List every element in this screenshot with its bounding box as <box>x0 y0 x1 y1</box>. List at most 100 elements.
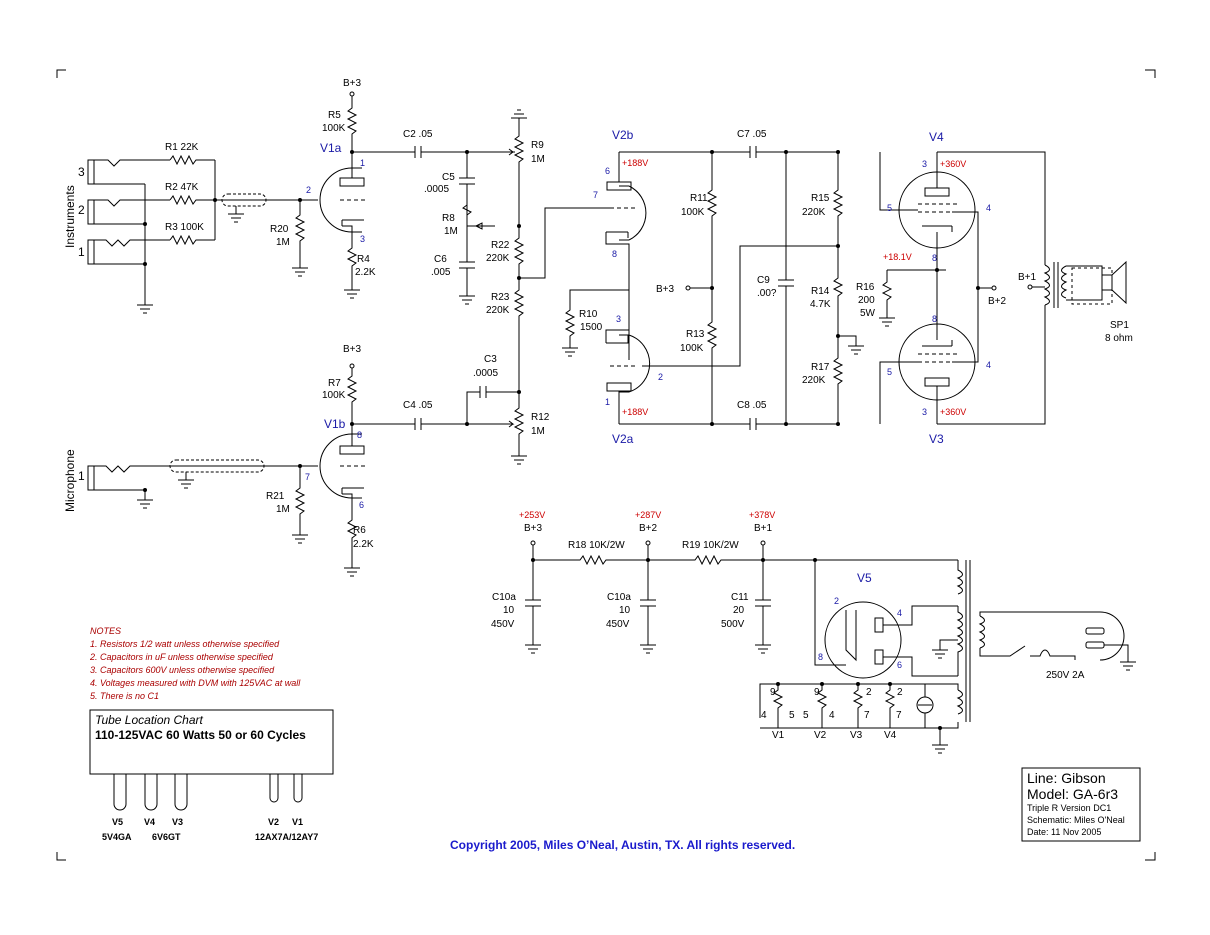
r8-value: 1M <box>444 226 458 237</box>
r23-label: R23 <box>491 292 510 303</box>
c6-value: .005 <box>431 267 451 278</box>
c2-label: C2 .05 <box>403 129 433 140</box>
note-1: 1. Resistors 1/2 watt unless otherwise s… <box>90 639 280 649</box>
r1-label: R1 22K <box>165 142 199 153</box>
v1a-pin-grid: 2 <box>306 185 311 195</box>
title-block: Line: Gibson Model: GA-6r3 Triple R Vers… <box>1021 767 1141 842</box>
r22-value: 220K <box>486 253 510 264</box>
heater-label-v4: V4 <box>884 730 897 741</box>
v1b-pin-plate: 8 <box>357 430 362 440</box>
heater-label-v2: V2 <box>814 730 827 741</box>
microphone-label: Microphone <box>63 449 77 512</box>
speaker-name: SP1 <box>1110 320 1129 331</box>
v5-pin-8: 8 <box>818 652 823 662</box>
title-schematic: Schematic: Miles O'Neal <box>1027 815 1125 825</box>
v5-pin-2: 2 <box>834 596 839 606</box>
instruments-label: Instruments <box>63 185 77 248</box>
v3-pin-screen: 4 <box>986 360 991 370</box>
v1b-stage: B+3 R7 100K R21 1M R6 2.2K V1b 8 7 6 C4 … <box>266 344 505 577</box>
v3-pin-grid: 5 <box>887 367 892 377</box>
c5-value: .0005 <box>424 184 449 195</box>
r16-label: R16 <box>856 282 875 293</box>
v2b-plate-voltage: +188V <box>622 158 648 168</box>
v2a-pin-grid: 2 <box>658 372 663 382</box>
c10a-1-value: 10 <box>503 605 515 616</box>
corner-marks <box>56 69 1156 861</box>
output-stage: V4 V3 3 5 4 8 8 5 4 3 +360V +360V +18.1V… <box>802 130 1133 446</box>
r6-value: 2.2K <box>353 539 374 550</box>
r10-label: R10 <box>579 309 598 320</box>
tube-type-12ax7a: 12AX7A/12AY7 <box>255 832 318 842</box>
r16-watt: 5W <box>860 308 876 319</box>
jack-number-2: 2 <box>78 203 85 217</box>
v3-label: V3 <box>929 432 944 446</box>
c9-label: C9 <box>757 275 770 286</box>
r8-label: R8 <box>442 213 455 224</box>
r4-label: R4 <box>357 254 370 265</box>
r16-value: 200 <box>858 295 875 306</box>
v1a-label: V1a <box>320 141 342 155</box>
note-3: 3. Capacitors 600V unless otherwise spec… <box>90 665 275 675</box>
title-date: Date: 11 Nov 2005 <box>1027 827 1101 837</box>
c10a-2-label: C10a <box>607 592 631 603</box>
fuse-label: 250V 2A <box>1046 670 1085 681</box>
r11-value: 100K <box>681 207 705 218</box>
v2b-label: V2b <box>612 128 634 142</box>
title-version: Triple R Version DC1 <box>1027 803 1111 813</box>
bp2-screen-label: B+2 <box>988 296 1007 307</box>
bp2-voltage: +287V <box>635 510 661 520</box>
v4-label: V4 <box>929 130 944 144</box>
v4-pin-grid: 5 <box>887 203 892 213</box>
instrument-inputs: Instruments 3 2 1 <box>63 142 302 314</box>
bp1-transformer-label: B+1 <box>1018 272 1037 283</box>
title-model: Model: GA-6r3 <box>1027 786 1118 802</box>
microphone-input: Microphone 1 <box>63 449 302 512</box>
r9-value: 1M <box>531 154 545 165</box>
v1b-pin-cathode: 6 <box>359 500 364 510</box>
r15-label: R15 <box>811 193 830 204</box>
notes: NOTES 1. Resistors 1/2 watt unless other… <box>89 626 301 701</box>
r9-label: R9 <box>531 140 544 151</box>
r13-value: 100K <box>680 343 704 354</box>
r19-label: R19 10K/2W <box>682 540 739 551</box>
v2a-plate-voltage: +188V <box>622 407 648 417</box>
r6-label: R6 <box>353 525 366 536</box>
r5-value: 100K <box>322 123 346 134</box>
note-5: 5. There is no C1 <box>90 691 159 701</box>
v2b-pin-grid: 7 <box>593 190 598 200</box>
bp3-voltage: +253V <box>519 510 545 520</box>
v4-pin-cathode: 8 <box>932 253 937 263</box>
r22-label: R22 <box>491 240 510 251</box>
tube-pos-v4: V4 <box>144 817 155 827</box>
tube-pos-v1: V1 <box>292 817 303 827</box>
jack-number-1: 1 <box>78 245 85 259</box>
r12-value: 1M <box>531 426 545 437</box>
r21-label: R21 <box>266 491 285 502</box>
power-supply: +253V +287V +378V B+3 B+2 B+1 R18 10K/2W… <box>491 510 1136 754</box>
heater-pin-e: 5 <box>803 710 809 721</box>
v2b-pin-plate: 6 <box>605 166 610 176</box>
title-line: Line: Gibson <box>1027 770 1106 786</box>
v3-plate-voltage: +360V <box>940 407 966 417</box>
r17-label: R17 <box>811 362 830 373</box>
note-4: 4. Voltages measured with DVM with 125VA… <box>90 678 301 688</box>
speaker-impedance: 8 ohm <box>1105 333 1133 344</box>
r20-value: 1M <box>276 237 290 248</box>
tube-type-5v4ga: 5V4GA <box>102 832 132 842</box>
tube-location-chart: Tube Location Chart 110-125VAC 60 Watts … <box>89 709 334 842</box>
v3-pin-cathode: 8 <box>932 314 937 324</box>
bp3-label-v1b: B+3 <box>343 344 362 355</box>
heater-pin-i: 2 <box>897 687 903 698</box>
c11-label: C11 <box>731 592 749 603</box>
v1b-label: V1b <box>324 417 346 431</box>
mic-jack-number: 1 <box>78 469 85 483</box>
v5-label: V5 <box>857 571 872 585</box>
heater-label-v3: V3 <box>850 730 863 741</box>
c7-label: C7 .05 <box>737 129 767 140</box>
r13-label: R13 <box>686 329 705 340</box>
jack-number-3: 3 <box>78 165 85 179</box>
heater-pin-h: 7 <box>864 710 870 721</box>
cathode-voltage: +18.1V <box>883 252 912 262</box>
bp3-supply-label: B+3 <box>524 523 543 534</box>
